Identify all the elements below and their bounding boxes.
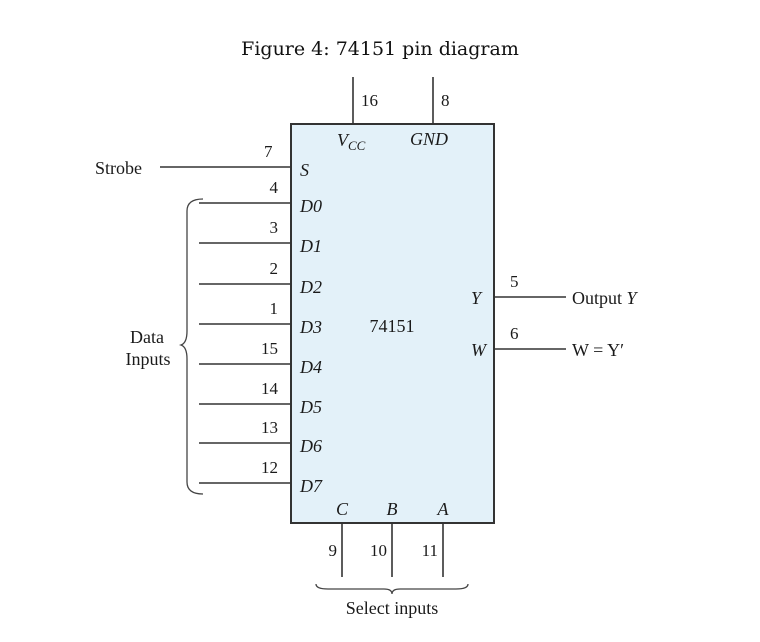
strobe-external-label: Strobe [95, 158, 142, 178]
strobe-pin-number: 7 [264, 142, 273, 161]
data-pin-number-d6: 13 [261, 418, 278, 437]
data-pin-number-d4: 15 [261, 339, 278, 358]
data-pin-label-d6: D6 [299, 436, 322, 456]
data-pin-label-d5: D5 [299, 397, 322, 417]
data-pin-label-d1: D1 [299, 236, 322, 256]
vcc-label-main: V [337, 130, 350, 150]
data-inputs-brace [178, 198, 204, 495]
data-pin-number-d2: 2 [270, 259, 279, 278]
strobe-pin-label: S [300, 160, 309, 180]
data-pin-number-d0: 4 [270, 178, 279, 197]
chip-body [290, 123, 495, 524]
data-pin-number-d1: 3 [270, 218, 279, 237]
select-pin-label-a: A [437, 499, 450, 519]
vcc-label-sub: CC [348, 138, 366, 153]
output-pin-number-y: 5 [510, 272, 519, 291]
data-inputs-label-line1: Data [130, 327, 164, 347]
output-external-label-y: Output Y [572, 288, 639, 308]
output-external-var-y: Y [627, 288, 639, 308]
data-inputs-label-line2: Inputs [126, 349, 171, 369]
select-pin-number-b: 10 [370, 541, 387, 560]
vcc-label: VCC [337, 130, 366, 153]
gnd-label: GND [410, 129, 448, 149]
chip-part-number: 74151 [370, 316, 415, 336]
data-pin-label-d7: D7 [299, 476, 323, 496]
gnd-pin-number: 8 [441, 91, 450, 110]
data-pin-label-d2: D2 [299, 277, 322, 297]
select-pin-number-c: 9 [329, 541, 338, 560]
figure-caption: Figure 4: 74151 pin diagram [241, 38, 519, 60]
data-pin-number-d3: 1 [270, 299, 279, 318]
output-external-text-w: W = Y′ [572, 340, 624, 360]
vcc-pin-number: 16 [361, 91, 378, 110]
select-pin-label-c: C [336, 499, 349, 519]
select-inputs-label: Select inputs [346, 598, 439, 618]
data-pin-label-d0: D0 [299, 196, 322, 216]
data-pin-number-d7: 12 [261, 458, 278, 477]
select-input-pins: 9 C 10 B 11 A [329, 499, 450, 577]
output-external-text-y: Output [572, 288, 627, 308]
output-pin-label-w: W [471, 340, 488, 360]
data-pin-label-d3: D3 [299, 317, 322, 337]
output-pin-label-y: Y [471, 288, 483, 308]
output-external-label-w: W = Y′ [572, 340, 624, 360]
select-pin-label-b: B [387, 499, 398, 519]
select-inputs-brace [315, 583, 469, 595]
data-pin-label-d4: D4 [299, 357, 322, 377]
data-pin-number-d5: 14 [261, 379, 279, 398]
output-pin-number-w: 6 [510, 324, 519, 343]
select-pin-number-a: 11 [422, 541, 438, 560]
